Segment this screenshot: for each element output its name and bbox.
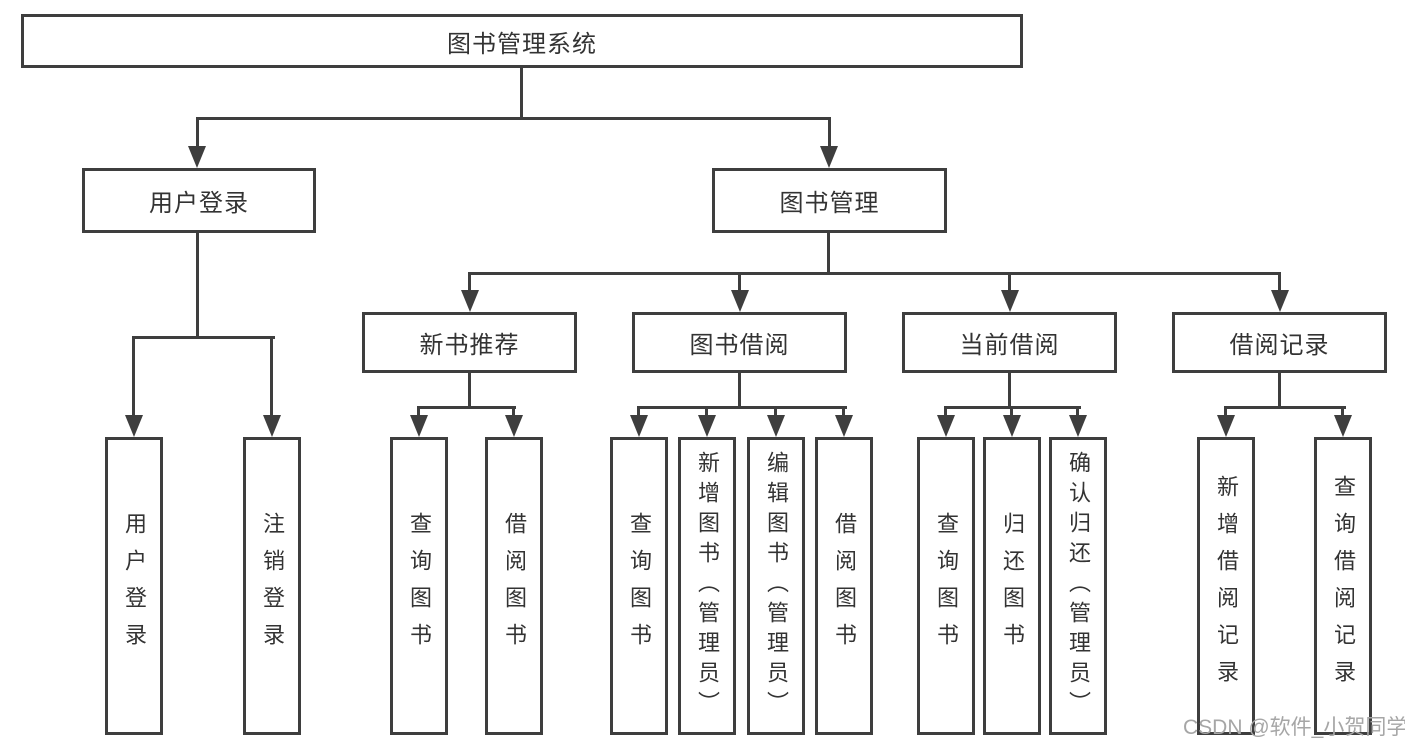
connector-current-borrowing-drop bbox=[1008, 373, 1011, 409]
connector-level2-bus bbox=[196, 117, 831, 120]
leaf-add-borrowing-record: 新增借阅记录 bbox=[1197, 437, 1255, 735]
arrowhead-leaf-borrow-books-b bbox=[835, 415, 853, 437]
connector-to-leaf bbox=[512, 406, 515, 416]
leaf-borrow-books-recommend: 借阅图书 bbox=[485, 437, 543, 735]
connector-borrowing-records-drop bbox=[1278, 373, 1281, 409]
arrowhead-borrowing-records bbox=[1271, 290, 1289, 312]
leaf-label: 归还图书 bbox=[1000, 512, 1025, 660]
arrowhead-leaf-add-record bbox=[1217, 415, 1235, 437]
leaf-label: 查询图书 bbox=[407, 512, 432, 660]
leaf-query-books-borrowing: 查询图书 bbox=[610, 437, 668, 735]
leaf-user-login: 用户登录 bbox=[105, 437, 163, 735]
node-label: 图书借阅 bbox=[689, 332, 790, 359]
connector-to-leaf bbox=[1341, 406, 1344, 416]
leaf-label: 查询借阅记录 bbox=[1331, 475, 1356, 697]
csdn-watermark: CSDN @软件_小贺同学 bbox=[1183, 716, 1405, 739]
node-user-login: 用户登录 bbox=[82, 168, 316, 233]
connector-level3-bus bbox=[468, 272, 1281, 275]
leaf-label: 查询图书 bbox=[627, 512, 652, 660]
leaf-add-books-admin: 新增图书（管理员） bbox=[678, 437, 736, 735]
leaf-query-books-current: 查询图书 bbox=[917, 437, 975, 735]
node-label: 借阅记录 bbox=[1229, 332, 1330, 359]
leaf-borrow-books: 借阅图书 bbox=[815, 437, 873, 735]
node-book-management: 图书管理 bbox=[712, 168, 947, 233]
arrowhead-user-login bbox=[188, 146, 206, 168]
connector-borrowing-records-bus bbox=[1224, 406, 1346, 409]
arrowhead-leaf-add-books bbox=[698, 415, 716, 437]
connector-to-new-book bbox=[468, 272, 471, 292]
arrowhead-leaf-query-books-c bbox=[937, 415, 955, 437]
connector-to-leaf bbox=[842, 406, 845, 416]
node-label: 用户登录 bbox=[149, 190, 249, 217]
connector-to-user-login bbox=[196, 117, 199, 147]
arrowhead-leaf-query-books-a bbox=[410, 415, 428, 437]
node-library-system: 图书管理系统 bbox=[21, 14, 1023, 68]
connector-to-book-management bbox=[828, 117, 831, 147]
connector-to-leaf bbox=[1010, 406, 1013, 416]
arrowhead-new-book bbox=[461, 290, 479, 312]
connector-to-current-borrowing bbox=[1008, 272, 1011, 292]
arrowhead-leaf-user-login bbox=[125, 415, 143, 437]
leaf-label: 查询图书 bbox=[934, 512, 959, 660]
connector-root-drop bbox=[520, 68, 523, 120]
leaf-label: 注销登录 bbox=[260, 512, 285, 660]
leaf-edit-books-admin: 编辑图书（管理员） bbox=[747, 437, 805, 735]
connector-to-leaf bbox=[1076, 406, 1079, 416]
connector-to-leaf bbox=[417, 406, 420, 416]
arrowhead-leaf-query-record bbox=[1334, 415, 1352, 437]
arrowhead-book-borrowing bbox=[731, 290, 749, 312]
arrowhead-leaf-borrow-books-a bbox=[505, 415, 523, 437]
connector-new-book-drop bbox=[468, 373, 471, 409]
arrowhead-leaf-logout bbox=[263, 415, 281, 437]
connector-to-book-borrowing bbox=[738, 272, 741, 292]
node-borrowing-records: 借阅记录 bbox=[1172, 312, 1387, 373]
connector-to-leaf bbox=[705, 406, 708, 416]
connector-book-management-drop bbox=[827, 233, 830, 275]
leaf-label: 用户登录 bbox=[122, 512, 147, 660]
connector-to-leaf bbox=[774, 406, 777, 416]
node-current-borrowing: 当前借阅 bbox=[902, 312, 1117, 373]
connector-to-leaf-logout bbox=[270, 336, 273, 416]
connector-to-leaf bbox=[637, 406, 640, 416]
connector-to-leaf bbox=[944, 406, 947, 416]
leaf-query-borrowing-record: 查询借阅记录 bbox=[1314, 437, 1372, 735]
leaf-query-books-recommend: 查询图书 bbox=[390, 437, 448, 735]
node-book-borrowing: 图书借阅 bbox=[632, 312, 847, 373]
arrowhead-book-management bbox=[820, 146, 838, 168]
connector-user-login-bus bbox=[132, 336, 275, 339]
connector-book-borrowing-bus bbox=[637, 406, 847, 409]
leaf-logout: 注销登录 bbox=[243, 437, 301, 735]
leaf-label: 借阅图书 bbox=[502, 512, 527, 660]
leaf-return-books: 归还图书 bbox=[983, 437, 1041, 735]
connector-to-leaf bbox=[1224, 406, 1227, 416]
leaf-label: 借阅图书 bbox=[832, 512, 857, 660]
connector-new-book-bus bbox=[417, 406, 516, 409]
leaf-label: 编辑图书（管理员） bbox=[764, 451, 789, 721]
arrowhead-leaf-confirm-return bbox=[1069, 415, 1087, 437]
node-label: 图书管理 bbox=[779, 190, 880, 217]
leaf-label: 确认归还（管理员） bbox=[1066, 451, 1091, 721]
leaf-label: 新增图书（管理员） bbox=[695, 451, 720, 721]
node-label: 新书推荐 bbox=[419, 332, 520, 359]
connector-book-borrowing-drop bbox=[738, 373, 741, 409]
arrowhead-leaf-edit-books bbox=[767, 415, 785, 437]
leaf-confirm-return-admin: 确认归还（管理员） bbox=[1049, 437, 1107, 735]
connector-user-login-drop bbox=[196, 233, 199, 339]
connector-to-leaf-user-login bbox=[132, 336, 135, 416]
leaf-label: 新增借阅记录 bbox=[1214, 475, 1239, 697]
arrowhead-leaf-query-books-b bbox=[630, 415, 648, 437]
arrowhead-leaf-return-books bbox=[1003, 415, 1021, 437]
node-new-book-recommendation: 新书推荐 bbox=[362, 312, 577, 373]
node-label: 当前借阅 bbox=[959, 332, 1060, 359]
connector-to-borrowing-records bbox=[1278, 272, 1281, 292]
node-label: 图书管理系统 bbox=[447, 30, 597, 58]
arrowhead-current-borrowing bbox=[1001, 290, 1019, 312]
